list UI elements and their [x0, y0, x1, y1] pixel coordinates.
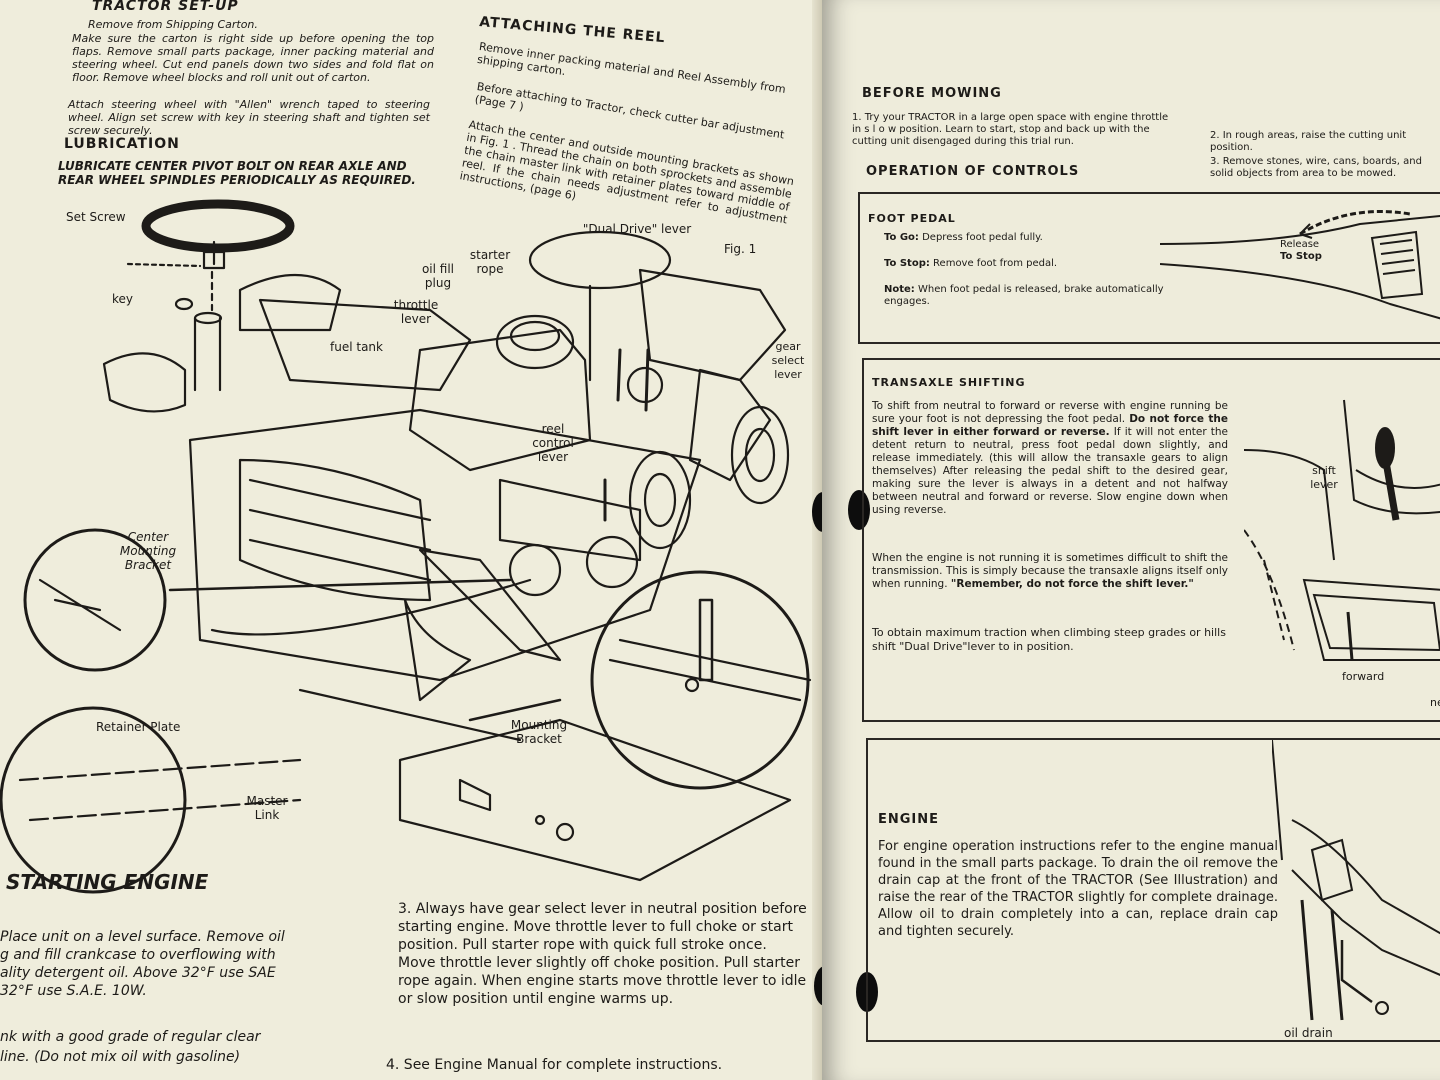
key-label: key	[112, 292, 134, 306]
master-link-label: Master Link	[246, 794, 288, 822]
to-stop-diagram-label: To Stop	[1280, 251, 1322, 262]
reel-control-lever-label: reel control lever	[532, 422, 574, 464]
transaxle-p2-bold: "Remember, do not force the shift lever.…	[950, 578, 1194, 590]
operation-of-controls-heading: OPERATION OF CONTROLS	[866, 164, 1080, 179]
release-label: Release	[1280, 239, 1320, 250]
to-stop-text: Remove foot from pedal.	[933, 258, 1058, 269]
starting-step-4: 4. See Engine Manual for complete instru…	[386, 1057, 723, 1073]
before-mowing-item-3: 3. Remove stones, wire, cans, boards, an…	[1210, 156, 1422, 179]
starting-engine-heading: STARTING ENGINE	[6, 870, 209, 894]
attaching-reel-heading: ATTACHING THE REEL	[478, 14, 667, 47]
setup-paragraph-2: Attach steering wheel with "Allen" wrenc…	[68, 98, 430, 137]
shift-lever-illustration	[1244, 399, 1440, 661]
starter-rope-label: starter rope	[469, 248, 511, 276]
oil-fill-plug-label: oil fill plug	[421, 262, 455, 290]
transaxle-p2-text: When the engine is not running it is som…	[872, 552, 1228, 590]
foot-pedal-illustration	[1160, 210, 1440, 320]
fig-1-label: Fig. 1	[724, 242, 757, 256]
engine-heading: ENGINE	[878, 812, 940, 827]
neutral-label-partial: ne	[1430, 696, 1440, 709]
transaxle-paragraph-3: To obtain maximum traction when climbing…	[872, 626, 1226, 653]
before-mowing-item-2: 2. In rough areas, raise the cutting uni…	[1210, 130, 1407, 153]
transaxle-p1-text: To shift from neutral to forward or reve…	[872, 400, 1228, 425]
dual-drive-lever-label: "Dual Drive" lever	[582, 222, 692, 236]
transaxle-paragraph-1: To shift from neutral to forward or reve…	[872, 400, 1228, 517]
mounting-bracket-label: Mounting Bracket	[510, 718, 568, 746]
transaxle-p1-bold: Do not force the shift lever in either f…	[872, 413, 1228, 438]
setup-paragraph-1: Make sure the carton is right side up be…	[72, 32, 434, 84]
engine-box: ENGINE For engine operation instructions…	[866, 738, 1440, 1042]
right-page: BEFORE MOWING 1. Try your TRACTOR in a l…	[822, 0, 1440, 1080]
shipping-carton-subheading: Remove from Shipping Carton.	[88, 18, 258, 31]
oil-drain-label: oil drain	[1284, 1026, 1333, 1040]
starting-line-3: ality detergent oil. Above 32°F use SAE	[0, 965, 276, 981]
center-mounting-bracket-label: Center Mounting Bracket	[119, 530, 177, 572]
starting-line-4: 32°F use S.A.E. 10W.	[0, 983, 147, 999]
before-mowing-heading: BEFORE MOWING	[862, 86, 1002, 101]
note-text: When foot pedal is released, brake autom…	[884, 284, 1164, 307]
tractor-assembly-illustration	[0, 199, 812, 894]
to-stop-row: To Stop: Remove foot from pedal.	[884, 258, 1057, 269]
to-stop-label: To Stop:	[884, 258, 930, 269]
note-label: Note:	[884, 284, 915, 295]
foot-pedal-heading: FOOT PEDAL	[868, 212, 956, 225]
starting-line-5: nk with a good grade of regular clear	[0, 1029, 261, 1045]
transaxle-shifting-box: TRANSAXLE SHIFTING To shift from neutral…	[862, 358, 1440, 722]
transaxle-heading: TRANSAXLE SHIFTING	[872, 376, 1026, 389]
binding-hole	[848, 490, 870, 530]
tractor-setup-heading: TRACTOR SET-UP	[92, 0, 239, 14]
left-page: TRACTOR SET-UP Remove from Shipping Cart…	[0, 0, 826, 1080]
engine-text: For engine operation instructions refer …	[878, 839, 1278, 939]
lubrication-text: LUBRICATE CENTER PIVOT BOLT ON REAR AXLE…	[58, 159, 416, 187]
oil-drain-illustration	[1272, 740, 1440, 1021]
transaxle-paragraph-2: When the engine is not running it is som…	[872, 552, 1228, 591]
gear-select-lever-label: gear select lever	[771, 340, 805, 381]
retainer-plate-label: Retainer Plate	[96, 720, 181, 734]
to-go-label: To Go:	[884, 232, 919, 243]
set-screw-label: Set Screw	[66, 210, 126, 224]
lubrication-heading: LUBRICATION	[64, 136, 180, 152]
starting-line-1: Place unit on a level surface. Remove oi…	[0, 929, 285, 945]
starting-line-2: g and fill crankcase to overflowing with	[0, 947, 276, 963]
fuel-tank-label: fuel tank	[330, 340, 383, 354]
forward-label: forward	[1342, 670, 1385, 683]
before-mowing-item-1: 1. Try your TRACTOR in a large open spac…	[852, 112, 1169, 147]
shift-lever-label: shift lever	[1310, 464, 1338, 491]
foot-pedal-box: FOOT PEDAL To Go: Depress foot pedal ful…	[858, 192, 1440, 344]
note-row: Note: When foot pedal is released, brake…	[884, 284, 1204, 308]
starting-line-6: line. (Do not mix oil with gasoline)	[0, 1049, 241, 1065]
to-go-row: To Go: Depress foot pedal fully.	[884, 232, 1043, 243]
to-go-text: Depress foot pedal fully.	[922, 232, 1043, 243]
throttle-lever-label: throttle lever	[393, 298, 439, 326]
transaxle-p1-text-2: If it will not enter the detent return t…	[872, 426, 1228, 516]
starting-step-3: 3. Always have gear select lever in neut…	[398, 901, 807, 1007]
